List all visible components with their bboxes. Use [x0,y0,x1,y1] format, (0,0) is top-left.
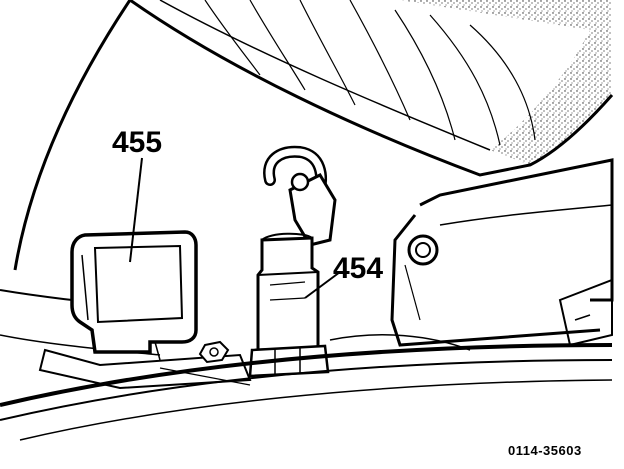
component-454-sensor [248,145,337,378]
right-mounting-bracket [390,158,614,347]
component-455-relay [38,230,252,390]
figure-reference: 0114-35603 [508,443,582,458]
callout-455: 455 [112,126,162,159]
leader-line-454 [304,271,341,299]
base-bolt [198,340,230,364]
leader-line-455 [129,157,143,263]
wheel-housing-panel [129,0,614,177]
underbody-exhaust [0,334,613,441]
bolt-icon [407,234,439,266]
callout-454: 454 [333,252,383,285]
leader-lines [129,157,341,299]
